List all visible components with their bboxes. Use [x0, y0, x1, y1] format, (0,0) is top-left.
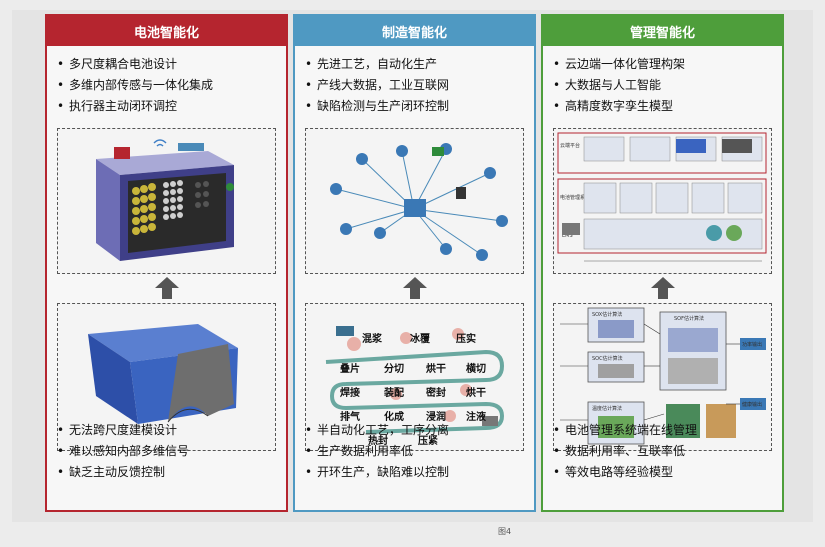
factory-icon	[404, 199, 426, 217]
layer-label: 云端平台	[560, 142, 580, 149]
limitation-item: 难以感知内部多维信号	[57, 441, 189, 462]
limitation-item: 数据利用率、互联率低	[553, 441, 697, 462]
algorithm-label: SOF估计算法	[674, 315, 704, 322]
robot-icon	[340, 223, 352, 235]
process-step: 装配	[383, 386, 404, 399]
process-step: 叠片	[340, 362, 360, 375]
algorithm-label: SOC估计算法	[592, 355, 623, 362]
feature-item: 高精度数字孪生模型	[553, 96, 782, 117]
upgrade-arrow-icon	[155, 277, 179, 299]
limitation-item: 开环生产，缺陷难以控制	[305, 462, 449, 483]
current-limitations: 半自动化工艺，工序分离 生产数据利用率低 开环生产，缺陷难以控制	[295, 420, 449, 483]
limitation-item: 电池管理系统端在线管理	[553, 420, 697, 441]
cloud-edge-architecture-diagram: 云端平台 电池管理系统 EMS	[553, 128, 772, 274]
globe-icon	[356, 153, 368, 165]
network-icon	[496, 215, 508, 227]
process-step: 烘干	[426, 362, 446, 375]
process-step: 烘干	[466, 386, 486, 399]
feature-item: 先进工艺，自动化生产	[305, 54, 534, 75]
limitation-item: 无法跨尺度建模设计	[57, 420, 189, 441]
chart-icon	[330, 183, 342, 195]
panel-battery-intelligence: 电池智能化 多尺度耦合电池设计 多维内部传感与一体化集成 执行器主动闭环调控	[45, 14, 288, 512]
target-features: 先进工艺，自动化生产 产线大数据，工业互联网 缺陷检测与生产闭环控制	[295, 54, 534, 126]
sensor-chip-icon	[114, 147, 130, 159]
limitation-item: 等效电路等经验模型	[553, 462, 697, 483]
process-step: 焊接	[340, 386, 360, 399]
feature-item: 执行器主动闭环调控	[57, 96, 286, 117]
algorithm-label: SOX估计算法	[592, 311, 622, 318]
current-limitations: 电池管理系统端在线管理 数据利用率、互联率低 等效电路等经验模型	[543, 420, 697, 483]
limitation-item: 缺乏主动反馈控制	[57, 462, 189, 483]
target-features: 多尺度耦合电池设计 多维内部传感与一体化集成 执行器主动闭环调控	[47, 54, 286, 126]
conventional-battery-illustration	[57, 303, 276, 451]
process-step: 横切	[466, 362, 486, 375]
upgrade-arrow-icon	[651, 277, 675, 299]
feature-item: 缺陷检测与生产闭环控制	[305, 96, 534, 117]
layer-label: 电池管理系统	[560, 194, 590, 201]
limitation-item: 半自动化工艺，工序分离	[305, 420, 449, 441]
panel-title: 管理智能化	[543, 16, 782, 46]
panel-title: 制造智能化	[295, 16, 534, 46]
target-features: 云边端一体化管理构架 大数据与人工智能 高精度数字孪生模型	[543, 54, 782, 126]
feature-item: 云边端一体化管理构架	[553, 54, 782, 75]
smart-battery-illustration	[57, 128, 276, 274]
process-step: 密封	[426, 386, 446, 399]
process-step: 注液	[466, 410, 486, 423]
panel-title: 电池智能化	[47, 16, 286, 46]
wifi-icon	[374, 227, 386, 239]
feature-item: 产线大数据，工业互联网	[305, 75, 534, 96]
process-step: 分切	[384, 362, 404, 375]
gear-icon	[396, 145, 408, 157]
wifi-icon	[153, 139, 167, 147]
panel-management-intelligence: 管理智能化 云边端一体化管理构架 大数据与人工智能 高精度数字孪生模型 云端平台…	[541, 14, 784, 512]
process-step: 混浆	[362, 332, 383, 345]
upgrade-arrow-icon	[403, 277, 427, 299]
output-label: 功率输出	[742, 341, 762, 348]
server-icon	[440, 243, 452, 255]
industrial-internet-illustration	[305, 128, 524, 274]
layer-label: EMS	[562, 233, 573, 239]
limitation-item: 生产数据利用率低	[305, 441, 449, 462]
algorithm-label: 温度估计算法	[592, 405, 622, 412]
output-label: 健康输出	[742, 401, 762, 408]
panel-manufacturing-intelligence: 制造智能化 先进工艺，自动化生产 产线大数据，工业互联网 缺陷检测与生产闭环控制	[293, 14, 536, 512]
bms-algorithm-diagram: SOX估计算法 SOC估计算法 SOF估计算法 温度估计算法 功率输出 健康输出	[553, 303, 772, 451]
database-icon	[476, 249, 488, 261]
person-icon	[484, 167, 496, 179]
figure-caption: 图4	[498, 527, 512, 536]
process-step: 冰覆	[410, 332, 431, 345]
process-step: 压实	[456, 332, 476, 345]
feature-item: 大数据与人工智能	[553, 75, 782, 96]
feature-item: 多维内部传感与一体化集成	[57, 75, 286, 96]
current-limitations: 无法跨尺度建模设计 难以感知内部多维信号 缺乏主动反馈控制	[47, 420, 189, 483]
feature-item: 多尺度耦合电池设计	[57, 54, 286, 75]
